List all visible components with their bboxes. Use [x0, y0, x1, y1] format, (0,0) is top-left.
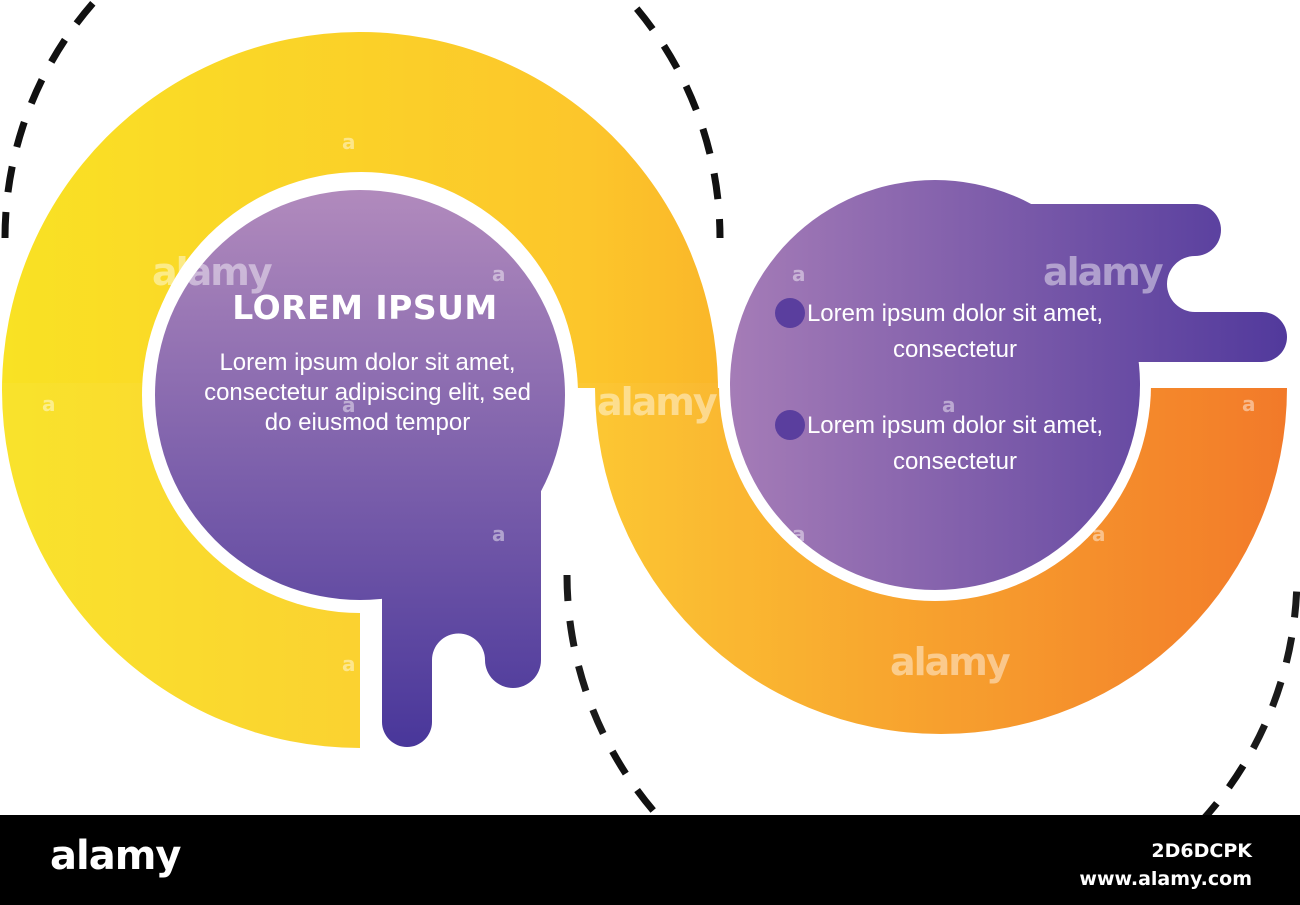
watermark-letter: a [1242, 392, 1256, 416]
watermark-letter: a [42, 392, 56, 416]
footer-image-info: 2D6DCPK www.alamy.com [1079, 837, 1252, 893]
watermark-letter: a [342, 652, 356, 676]
right-panel-item: Lorem ipsum dolor sit amet, consectetur [775, 408, 1105, 480]
right-panel-item-text: Lorem ipsum dolor sit amet, consectetur [806, 300, 1104, 363]
watermark-letter: a [492, 522, 506, 546]
ring-band [2, 32, 1288, 749]
watermark-letter: a [492, 262, 506, 286]
watermark: alamy [890, 640, 1011, 684]
stock-footer: alamy 2D6DCPK www.alamy.com [0, 815, 1300, 905]
left-drips [382, 460, 541, 747]
footer-logo: alamy [50, 833, 181, 879]
watermark-letter: a [342, 130, 356, 154]
bullet-dot-icon [775, 298, 805, 328]
watermark: alamy [1043, 250, 1164, 294]
footer-image-id: 2D6DCPK [1151, 840, 1252, 862]
watermark-letter: a [792, 262, 806, 286]
watermark-letter: a [942, 393, 956, 417]
bullet-dot-icon [775, 410, 805, 440]
watermark: alamy [152, 250, 273, 294]
left-panel-body: Lorem ipsum dolor sit amet, consectetur … [204, 349, 531, 436]
dashed-arc-top [1, 0, 724, 239]
watermark: alamy [597, 380, 718, 424]
left-panel-title: LOREM IPSUM [232, 288, 498, 327]
watermark-letter: a [342, 393, 356, 417]
watermark-letter: a [792, 522, 806, 546]
right-panel-item: Lorem ipsum dolor sit amet, consectetur [775, 296, 1105, 368]
right-panel-item-text: Lorem ipsum dolor sit amet, consectetur [806, 412, 1104, 475]
watermark-letter: a [1092, 522, 1106, 546]
footer-site: www.alamy.com [1079, 868, 1252, 890]
right-tabs [1000, 204, 1287, 362]
